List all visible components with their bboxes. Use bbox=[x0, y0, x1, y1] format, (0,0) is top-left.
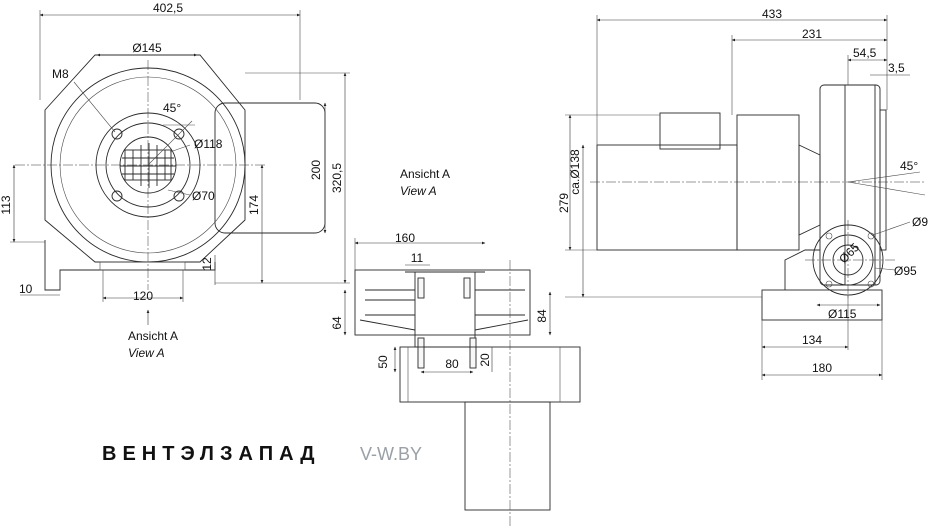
motor-flange bbox=[736, 114, 800, 251]
dim-height-320-5: 320,5 bbox=[330, 163, 344, 193]
dim-gap-12: 12 bbox=[200, 257, 214, 271]
label-ansicht-left-de: Ansicht A bbox=[128, 329, 178, 343]
dim-base-134: 134 bbox=[802, 333, 822, 347]
dim-height-200: 200 bbox=[309, 160, 323, 180]
dim-hole-9: Ø9 bbox=[912, 215, 928, 229]
dim-side-279: 279 bbox=[557, 193, 571, 213]
dim-thread: M8 bbox=[52, 67, 69, 81]
brand-watermark: ВЕНТЭЛ ЗАПАД V-W.BY bbox=[102, 443, 422, 465]
terminal-box bbox=[659, 112, 721, 150]
dim-side-231: 231 bbox=[802, 27, 822, 41]
dim-base-180: 180 bbox=[812, 361, 832, 375]
brand-url: V-W.BY bbox=[360, 444, 422, 464]
label-ansicht-mid-de: Ansicht A bbox=[400, 167, 450, 181]
brand-name-blue: ВЕНТЭЛ bbox=[102, 443, 220, 465]
brand-name-dark: ЗАПАД bbox=[220, 443, 321, 465]
dim-flange-115: Ø115 bbox=[828, 307, 857, 321]
front-view bbox=[10, 10, 350, 325]
dim-angle-front: 45° bbox=[163, 101, 181, 115]
dim-viewa-50: 50 bbox=[376, 355, 390, 369]
dim-bolt-circle: Ø145 bbox=[132, 41, 162, 55]
dim-height-174: 174 bbox=[247, 195, 261, 215]
housing-outline bbox=[44, 54, 246, 263]
dim-offset-10: 10 bbox=[19, 282, 33, 296]
motor-body bbox=[596, 144, 738, 251]
label-ansicht-left-en: View A bbox=[128, 346, 165, 360]
dim-outlet-65: Ø65 bbox=[836, 240, 862, 266]
side-view bbox=[565, 15, 926, 380]
dim-front-width: 402,5 bbox=[153, 1, 183, 15]
dim-base-120: 120 bbox=[133, 289, 153, 303]
dim-inner-118: Ø118 bbox=[194, 137, 223, 151]
dim-viewa-160: 160 bbox=[395, 231, 415, 245]
side-base bbox=[761, 289, 883, 321]
dim-flange-95: Ø95 bbox=[894, 264, 917, 278]
dim-viewa-20: 20 bbox=[478, 353, 492, 367]
dim-viewa-84: 84 bbox=[535, 309, 549, 323]
view-a-motor bbox=[464, 401, 551, 511]
dim-viewa-11: 11 bbox=[411, 251, 424, 265]
dim-inner-70: Ø70 bbox=[192, 189, 215, 203]
dim-viewa-80: 80 bbox=[445, 357, 459, 371]
dim-viewa-64: 64 bbox=[330, 316, 344, 330]
dim-height-113: 113 bbox=[0, 195, 13, 214]
bolt-holes bbox=[111, 128, 185, 202]
view-a bbox=[343, 238, 581, 528]
dim-side-54-5: 54,5 bbox=[853, 46, 877, 60]
view-a-frame bbox=[354, 269, 531, 336]
label-ansicht-mid-en: View A bbox=[400, 184, 437, 198]
dim-motor-dia: ca.Ø138 bbox=[568, 149, 582, 195]
dim-side-3-5: 3,5 bbox=[888, 61, 905, 75]
base-foot bbox=[44, 240, 216, 291]
dim-angle-side: 45° bbox=[900, 159, 918, 173]
dim-side-433: 433 bbox=[762, 7, 782, 21]
